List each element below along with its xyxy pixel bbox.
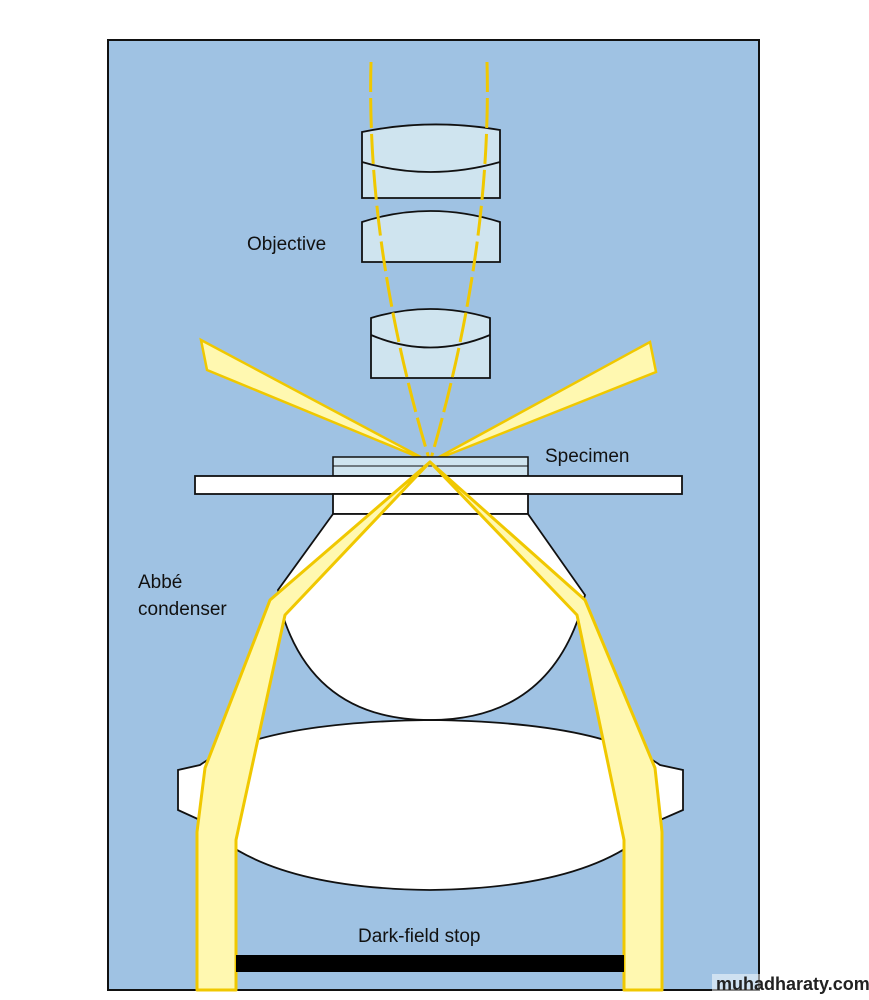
stage xyxy=(194,475,683,495)
abbe-condenser xyxy=(177,493,684,891)
specimen-label: Specimen xyxy=(545,446,630,467)
dark-field-stop xyxy=(236,955,624,972)
objective-lenses xyxy=(361,123,501,379)
oblique-beams xyxy=(199,337,658,464)
condenser-label-line1: Abbé xyxy=(138,572,183,593)
condenser-label-line2: condenser xyxy=(138,599,227,620)
illumination-beams xyxy=(195,460,664,992)
watermark: muhadharaty.com xyxy=(712,974,869,995)
scattered-rays xyxy=(369,61,489,463)
objective-label: Objective xyxy=(247,234,327,255)
dark-field-stop-label: Dark-field stop xyxy=(358,926,481,947)
